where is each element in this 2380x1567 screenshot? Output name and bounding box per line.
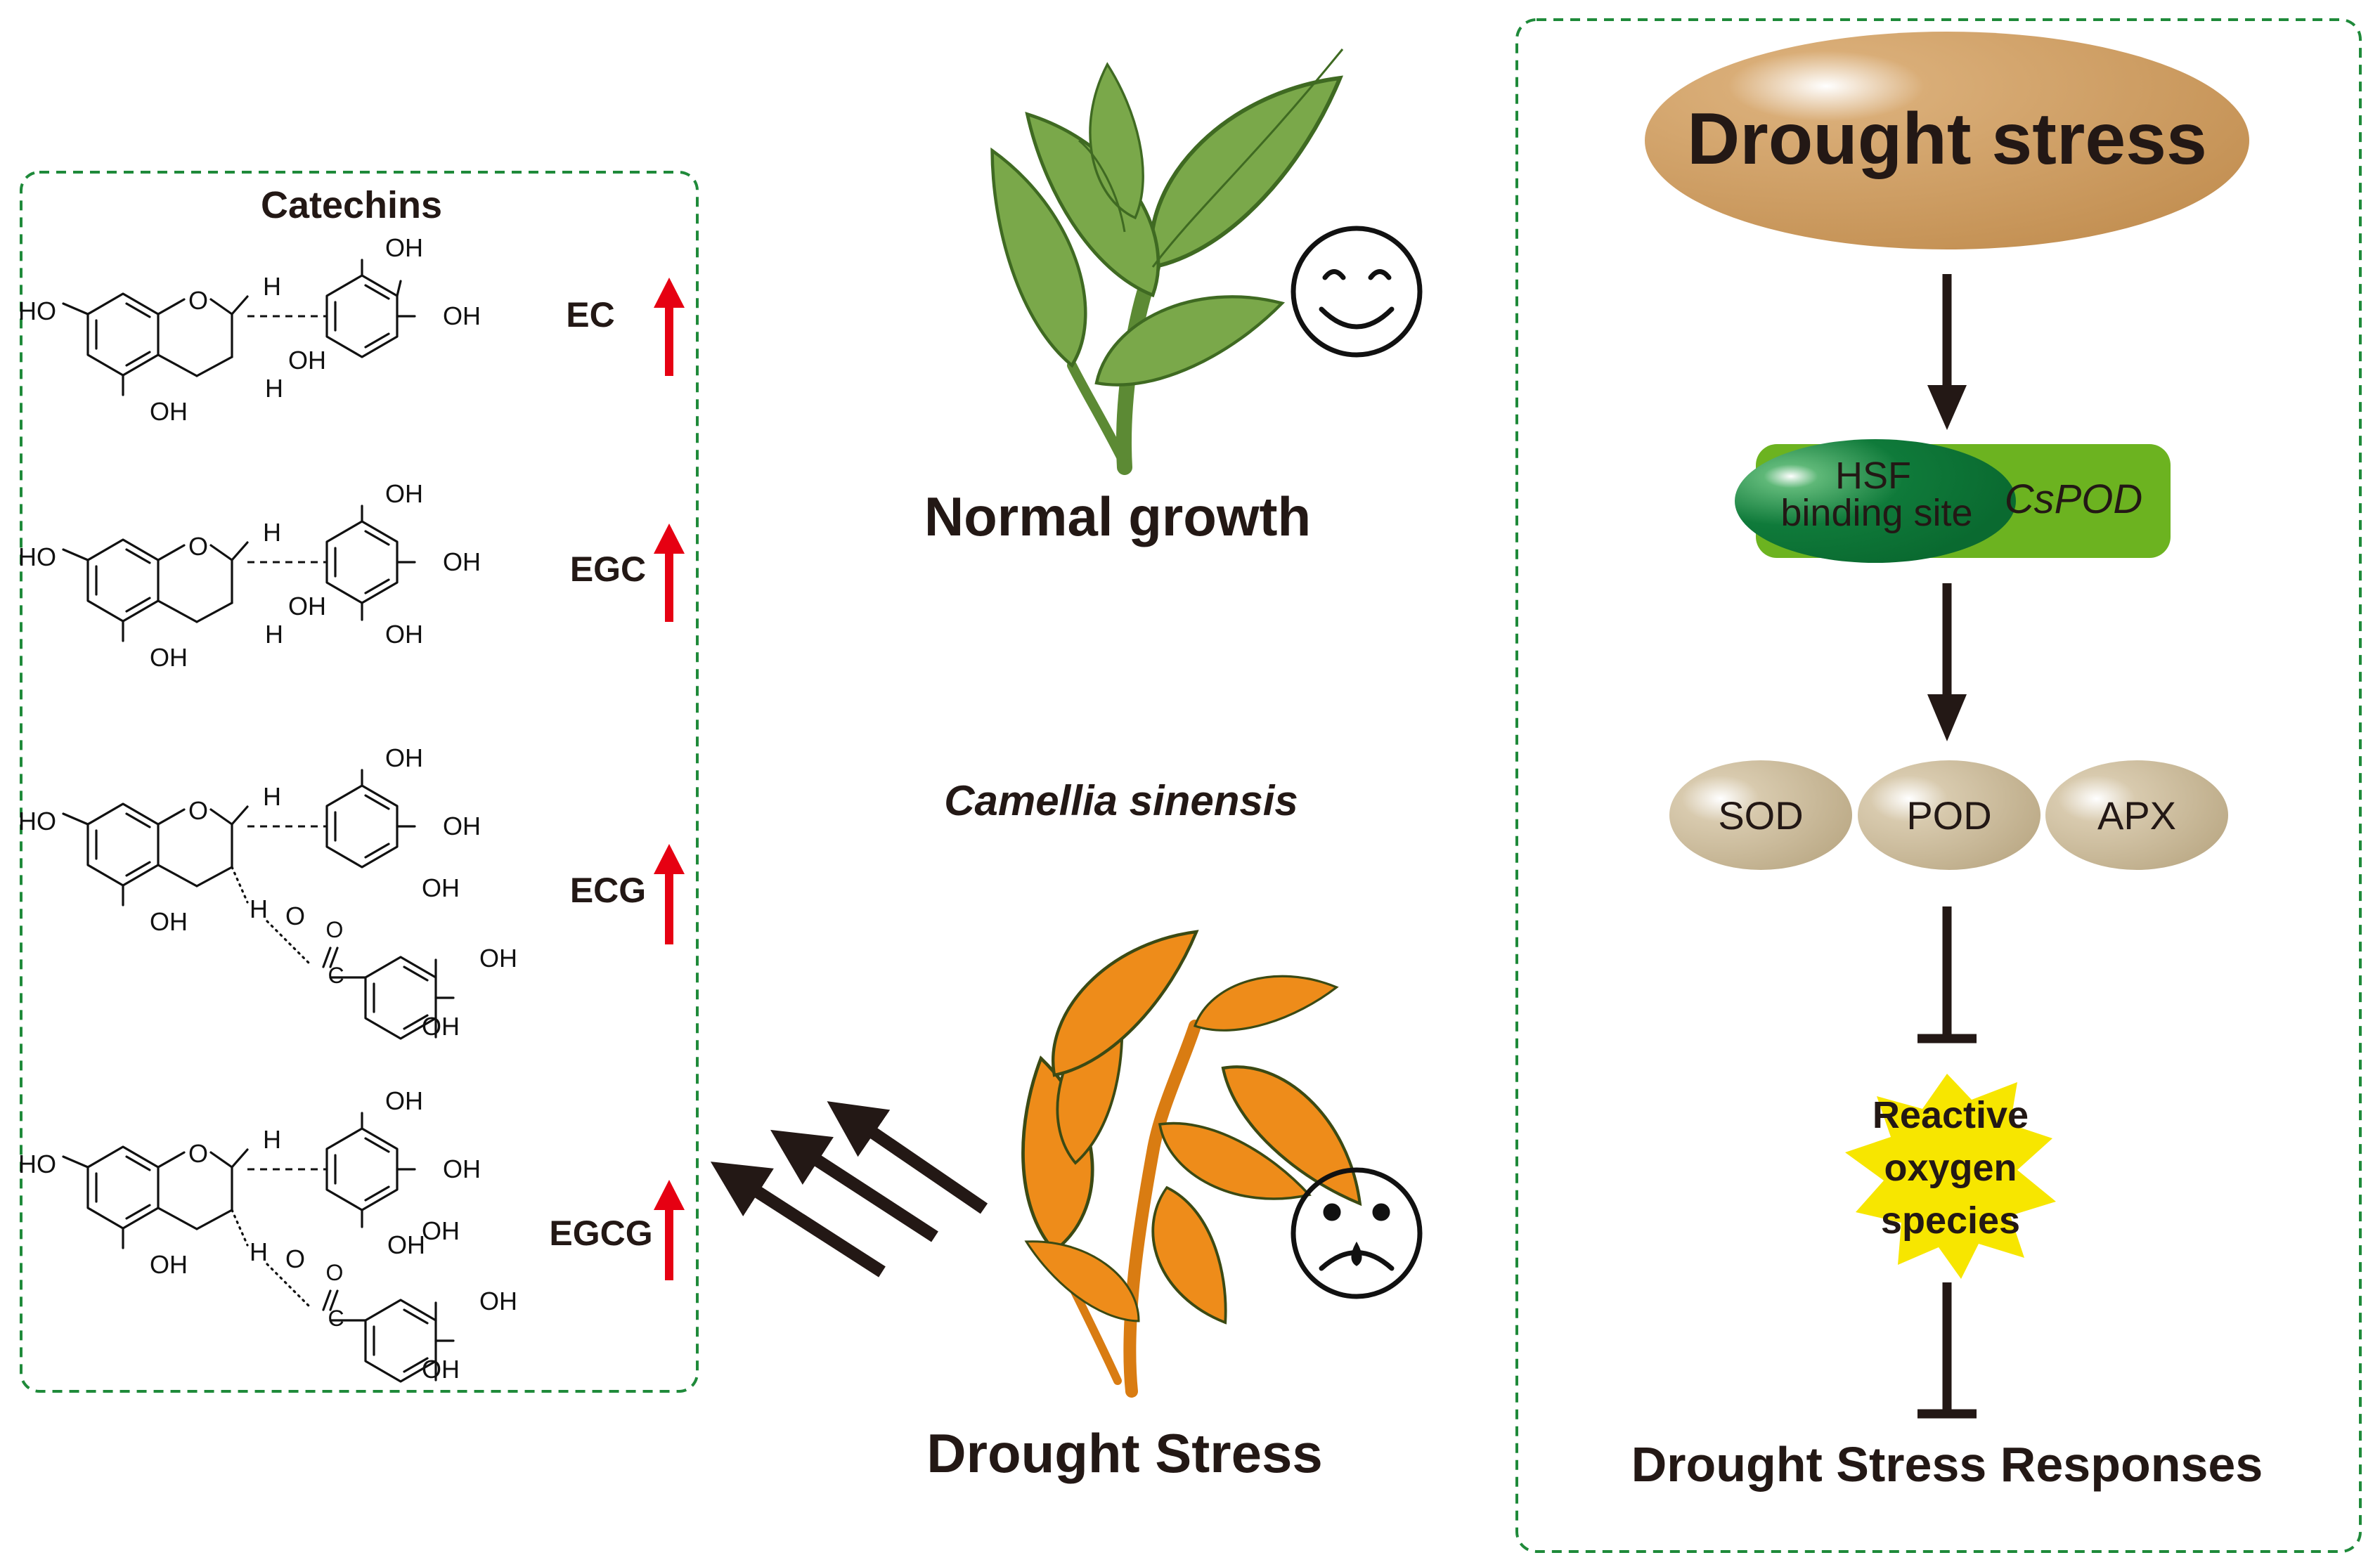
svg-text:species: species [1881,1199,2020,1242]
atom-label: OH [385,1086,423,1115]
atom-label: HO [18,542,56,571]
atom-label: OH [443,1155,481,1183]
atom-label: OH [422,1216,460,1245]
atom-label: OH [150,397,188,426]
inhibition-bar-1 [1917,906,1977,1043]
atom-label: OH [385,233,423,262]
atom-label: C [328,963,344,988]
atom-label: O [188,796,208,825]
normal-growth-label: Normal growth [924,486,1311,547]
induction-arrows [710,1101,988,1277]
arrow-down-2 [1927,583,1967,741]
atom-label: H [263,782,281,811]
atom-label: OH [387,1230,425,1259]
healthy-tea-plant-icon [962,47,1369,475]
atom-label: OH [150,643,188,672]
compound-ec: HO O H OH H OH OH OH EC [18,233,685,426]
atom-label: HO [18,807,56,835]
compound-label-ecg: ECG [570,871,646,910]
compound-egc: HO O H OH H OH OH OH OH EGC [18,479,685,672]
atom-label: OH [443,547,481,576]
atom-label: O [285,1244,305,1273]
compound-egcg: HO O H H O O C OH OH OH OH OH OH OH EGCG [18,1086,685,1384]
atom-label: H [263,272,281,301]
atom-label: OH [385,479,423,508]
atom-label: OH [443,812,481,840]
up-arrow-icon [654,524,685,622]
svg-text:HSF: HSF [1835,455,1911,497]
atom-label: OH [479,944,517,973]
atom-label: O [188,532,208,561]
atom-label: O [326,1260,344,1285]
antioxidant-enzymes: SOD POD APX [1669,760,2228,870]
atom-label: O [188,1139,208,1168]
drought-responses-label: Drought Stress Responses [1631,1437,2263,1492]
cspod-gene-label: CsPOD [2005,476,2143,522]
atom-label: OH [385,743,423,772]
svg-text:APX: APX [2097,793,2176,838]
svg-text:POD: POD [1906,793,1991,838]
species-label: Camellia sinensis [944,777,1298,824]
atom-label: H [263,1125,281,1154]
svg-text:oxygen: oxygen [1884,1147,2017,1189]
atom-label: OH [443,301,481,330]
compound-label-egcg: EGCG [549,1214,652,1253]
ros-burst-icon: Reactive oxygen species [1845,1074,2056,1279]
svg-text:SOD: SOD [1718,793,1803,838]
atom-label: H [265,374,283,403]
atom-label: O [285,902,305,930]
svg-text:Drought stress: Drought stress [1687,98,2207,180]
compound-label-ec: EC [566,295,614,334]
atom-label: H [250,1237,268,1266]
pathway-dashed-border [1515,18,2362,1553]
crying-face-icon [1291,1167,1423,1299]
atom-label: OH [385,620,423,649]
atom-label: OH [422,1355,460,1384]
atom-label: H [250,895,268,923]
enzyme-pod: POD [1858,760,2041,870]
atom-label: HO [18,297,56,325]
inhibition-bar-2 [1917,1282,1977,1419]
drought-stress-label: Drought Stress [926,1422,1322,1484]
catechins-panel: Catechins [20,171,699,1393]
atom-label: OH [422,1012,460,1041]
atom-label: OH [150,907,188,936]
up-arrow-icon [654,278,685,376]
catechins-title: Catechins [261,184,442,226]
atom-label: C [328,1306,344,1331]
svg-text:binding site: binding site [1780,492,1972,534]
enzyme-sod: SOD [1669,760,1852,870]
compound-label-egc: EGC [570,550,646,589]
arrow-down-1 [1927,274,1967,430]
drought-tea-plant-icon [1004,909,1383,1398]
atom-label: OH [288,346,326,375]
hsf-binding-site [1735,439,2016,563]
atom-label: OH [150,1250,188,1279]
compound-ecg: HO O H H O O C OH OH OH OH OH OH ECG [18,743,685,1041]
atom-label: OH [479,1287,517,1315]
atom-label: O [326,917,344,942]
atom-label: H [265,620,283,649]
smile-face-icon [1291,226,1423,358]
atom-label: OH [422,873,460,902]
atom-label: OH [288,592,326,620]
up-arrow-icon [654,1180,685,1280]
atom-label: HO [18,1150,56,1178]
catechins-dashed-border [20,171,699,1393]
atom-label: O [188,286,208,315]
atom-label: H [263,518,281,547]
up-arrow-icon [654,844,685,944]
cspod-promoter: HSF binding site CsPOD [1735,439,2171,563]
enzyme-apx: APX [2045,760,2228,870]
svg-text:Reactive: Reactive [1873,1094,2029,1136]
drought-stress-trigger: Drought stress [1645,32,2249,249]
